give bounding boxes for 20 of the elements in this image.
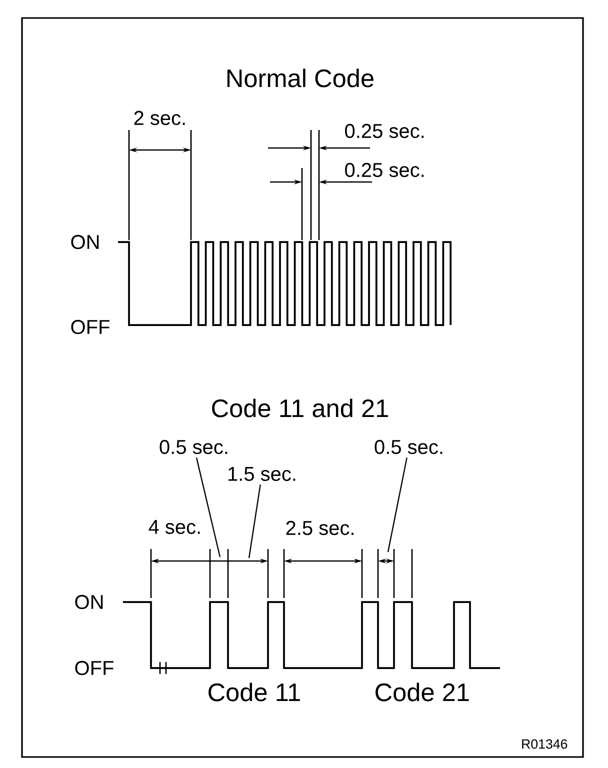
dimension-text: 0.5 sec. xyxy=(374,440,442,454)
dimension-text: 1.5 sec. xyxy=(228,467,296,481)
dimension-text: 2.5 sec. xyxy=(286,520,354,536)
code-label: Code 21 xyxy=(376,682,469,702)
signal-level: ON xyxy=(75,594,103,610)
signal-level: ON xyxy=(71,234,99,250)
dimension-text: 4 sec. xyxy=(148,520,200,534)
leader-line xyxy=(248,484,261,558)
leader-line xyxy=(387,458,408,552)
heading: Code 11 and 21 xyxy=(212,398,388,418)
dimension-text: 0.5 sec. xyxy=(160,440,228,454)
leader-line xyxy=(196,458,221,558)
dimension-text: 0.25 sec. xyxy=(345,124,424,138)
heading: Normal Code xyxy=(227,68,374,88)
code-label: Code 11 xyxy=(208,682,300,702)
dimension-text: 2 sec. xyxy=(134,110,185,126)
signal-level: OFF xyxy=(75,660,114,676)
signal-level: OFF xyxy=(71,320,110,334)
figure-id: R01346 xyxy=(522,739,568,749)
dimension-text: 0.25 sec. xyxy=(345,162,424,178)
